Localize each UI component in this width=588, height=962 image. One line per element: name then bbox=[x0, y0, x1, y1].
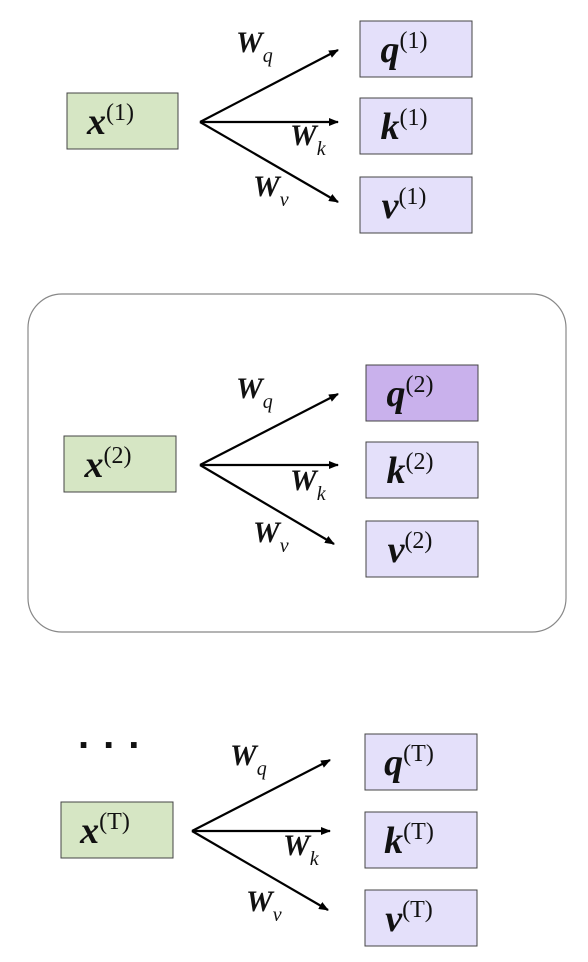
input-box-superscript: (1) bbox=[106, 100, 134, 126]
weight-symbol: W bbox=[253, 170, 282, 203]
input-box-label: x(1) bbox=[86, 100, 134, 143]
value-box-symbol: v bbox=[382, 185, 400, 227]
weight-symbol: W bbox=[236, 26, 265, 59]
weight-symbol: W bbox=[290, 119, 319, 152]
weight-subscript: v bbox=[280, 535, 289, 557]
projection-arrow-v bbox=[199, 464, 335, 545]
weight-symbol: W bbox=[290, 464, 319, 497]
key-box-superscript: (1) bbox=[400, 105, 428, 131]
weight-label-v: Wv bbox=[246, 885, 282, 926]
key-box bbox=[359, 97, 473, 155]
ellipsis: ... bbox=[78, 713, 153, 757]
query-box-superscript: (T) bbox=[403, 741, 434, 767]
query-box bbox=[359, 20, 473, 78]
value-box-label: v(2) bbox=[388, 528, 433, 571]
key-box-superscript: (2) bbox=[406, 449, 434, 475]
query-box-label: q(1) bbox=[381, 28, 428, 71]
value-box-label: v(T) bbox=[385, 897, 433, 940]
weight-subscript: k bbox=[317, 138, 327, 160]
input-box-label: x(2) bbox=[84, 443, 132, 486]
value-box bbox=[359, 176, 473, 234]
input-box bbox=[66, 92, 179, 150]
value-box-label: v(1) bbox=[382, 184, 427, 227]
value-box bbox=[364, 889, 478, 947]
query-box-superscript: (2) bbox=[406, 372, 434, 398]
input-box bbox=[63, 435, 177, 493]
weight-label-q: Wq bbox=[236, 26, 273, 67]
weight-label-q: Wq bbox=[230, 739, 267, 780]
key-box-superscript: (T) bbox=[403, 819, 434, 845]
query-box bbox=[364, 733, 478, 791]
query-box-symbol: q bbox=[384, 742, 403, 784]
weight-symbol: W bbox=[236, 372, 265, 405]
value-box-symbol: v bbox=[385, 898, 403, 940]
highlight-panel bbox=[27, 293, 567, 633]
input-box-symbol: x bbox=[84, 444, 104, 486]
weight-label-k: Wk bbox=[290, 464, 327, 505]
weight-label-v: Wv bbox=[253, 170, 289, 211]
token-groups: x(1)WqWkWvq(1)k(1)v(1)x(2)WqWkWvq(2)k(2)… bbox=[60, 20, 479, 947]
query-box bbox=[365, 364, 479, 422]
key-box-symbol: k bbox=[387, 450, 406, 492]
key-box-label: k(1) bbox=[381, 105, 428, 148]
weight-subscript: q bbox=[263, 45, 273, 67]
key-box-symbol: k bbox=[384, 820, 403, 862]
weight-symbol: W bbox=[283, 829, 312, 862]
key-box-label: k(T) bbox=[384, 819, 434, 862]
key-box-label: k(2) bbox=[387, 449, 434, 492]
projection-arrow-v bbox=[199, 121, 339, 203]
input-box-label: x(T) bbox=[79, 809, 130, 852]
projection-arrow-q bbox=[199, 393, 339, 466]
input-box-superscript: (T) bbox=[99, 809, 130, 835]
weight-symbol: W bbox=[230, 739, 259, 772]
weight-label-k: Wk bbox=[290, 119, 327, 160]
key-box bbox=[365, 441, 479, 499]
input-box-superscript: (2) bbox=[104, 443, 132, 469]
weight-subscript: k bbox=[310, 848, 320, 870]
input-box-symbol: x bbox=[79, 810, 99, 852]
weight-subscript: q bbox=[257, 758, 267, 780]
weight-symbol: W bbox=[246, 885, 275, 918]
projection-arrow-v bbox=[191, 830, 329, 911]
input-box bbox=[60, 801, 174, 859]
weight-label-q: Wq bbox=[236, 372, 273, 413]
weight-label-k: Wk bbox=[283, 829, 320, 870]
value-box-symbol: v bbox=[388, 529, 406, 571]
query-box-symbol: q bbox=[381, 29, 400, 71]
query-box-label: q(2) bbox=[387, 372, 434, 415]
input-box-symbol: x bbox=[86, 101, 106, 143]
value-box-superscript: (T) bbox=[402, 897, 433, 923]
weight-label-v: Wv bbox=[253, 516, 289, 557]
key-box-symbol: k bbox=[381, 106, 400, 148]
projection-arrow-q bbox=[191, 759, 331, 832]
weight-subscript: v bbox=[280, 189, 289, 211]
key-box bbox=[364, 811, 478, 869]
value-box bbox=[365, 520, 479, 578]
weight-subscript: q bbox=[263, 391, 273, 413]
weight-symbol: W bbox=[253, 516, 282, 549]
query-box-symbol: q bbox=[387, 373, 406, 415]
weight-subscript: v bbox=[273, 904, 282, 926]
query-box-label: q(T) bbox=[384, 741, 434, 784]
projection-arrow-q bbox=[199, 49, 339, 123]
weight-subscript: k bbox=[317, 483, 327, 505]
value-box-superscript: (1) bbox=[398, 184, 426, 210]
query-box-superscript: (1) bbox=[400, 28, 428, 54]
value-box-superscript: (2) bbox=[404, 528, 432, 554]
